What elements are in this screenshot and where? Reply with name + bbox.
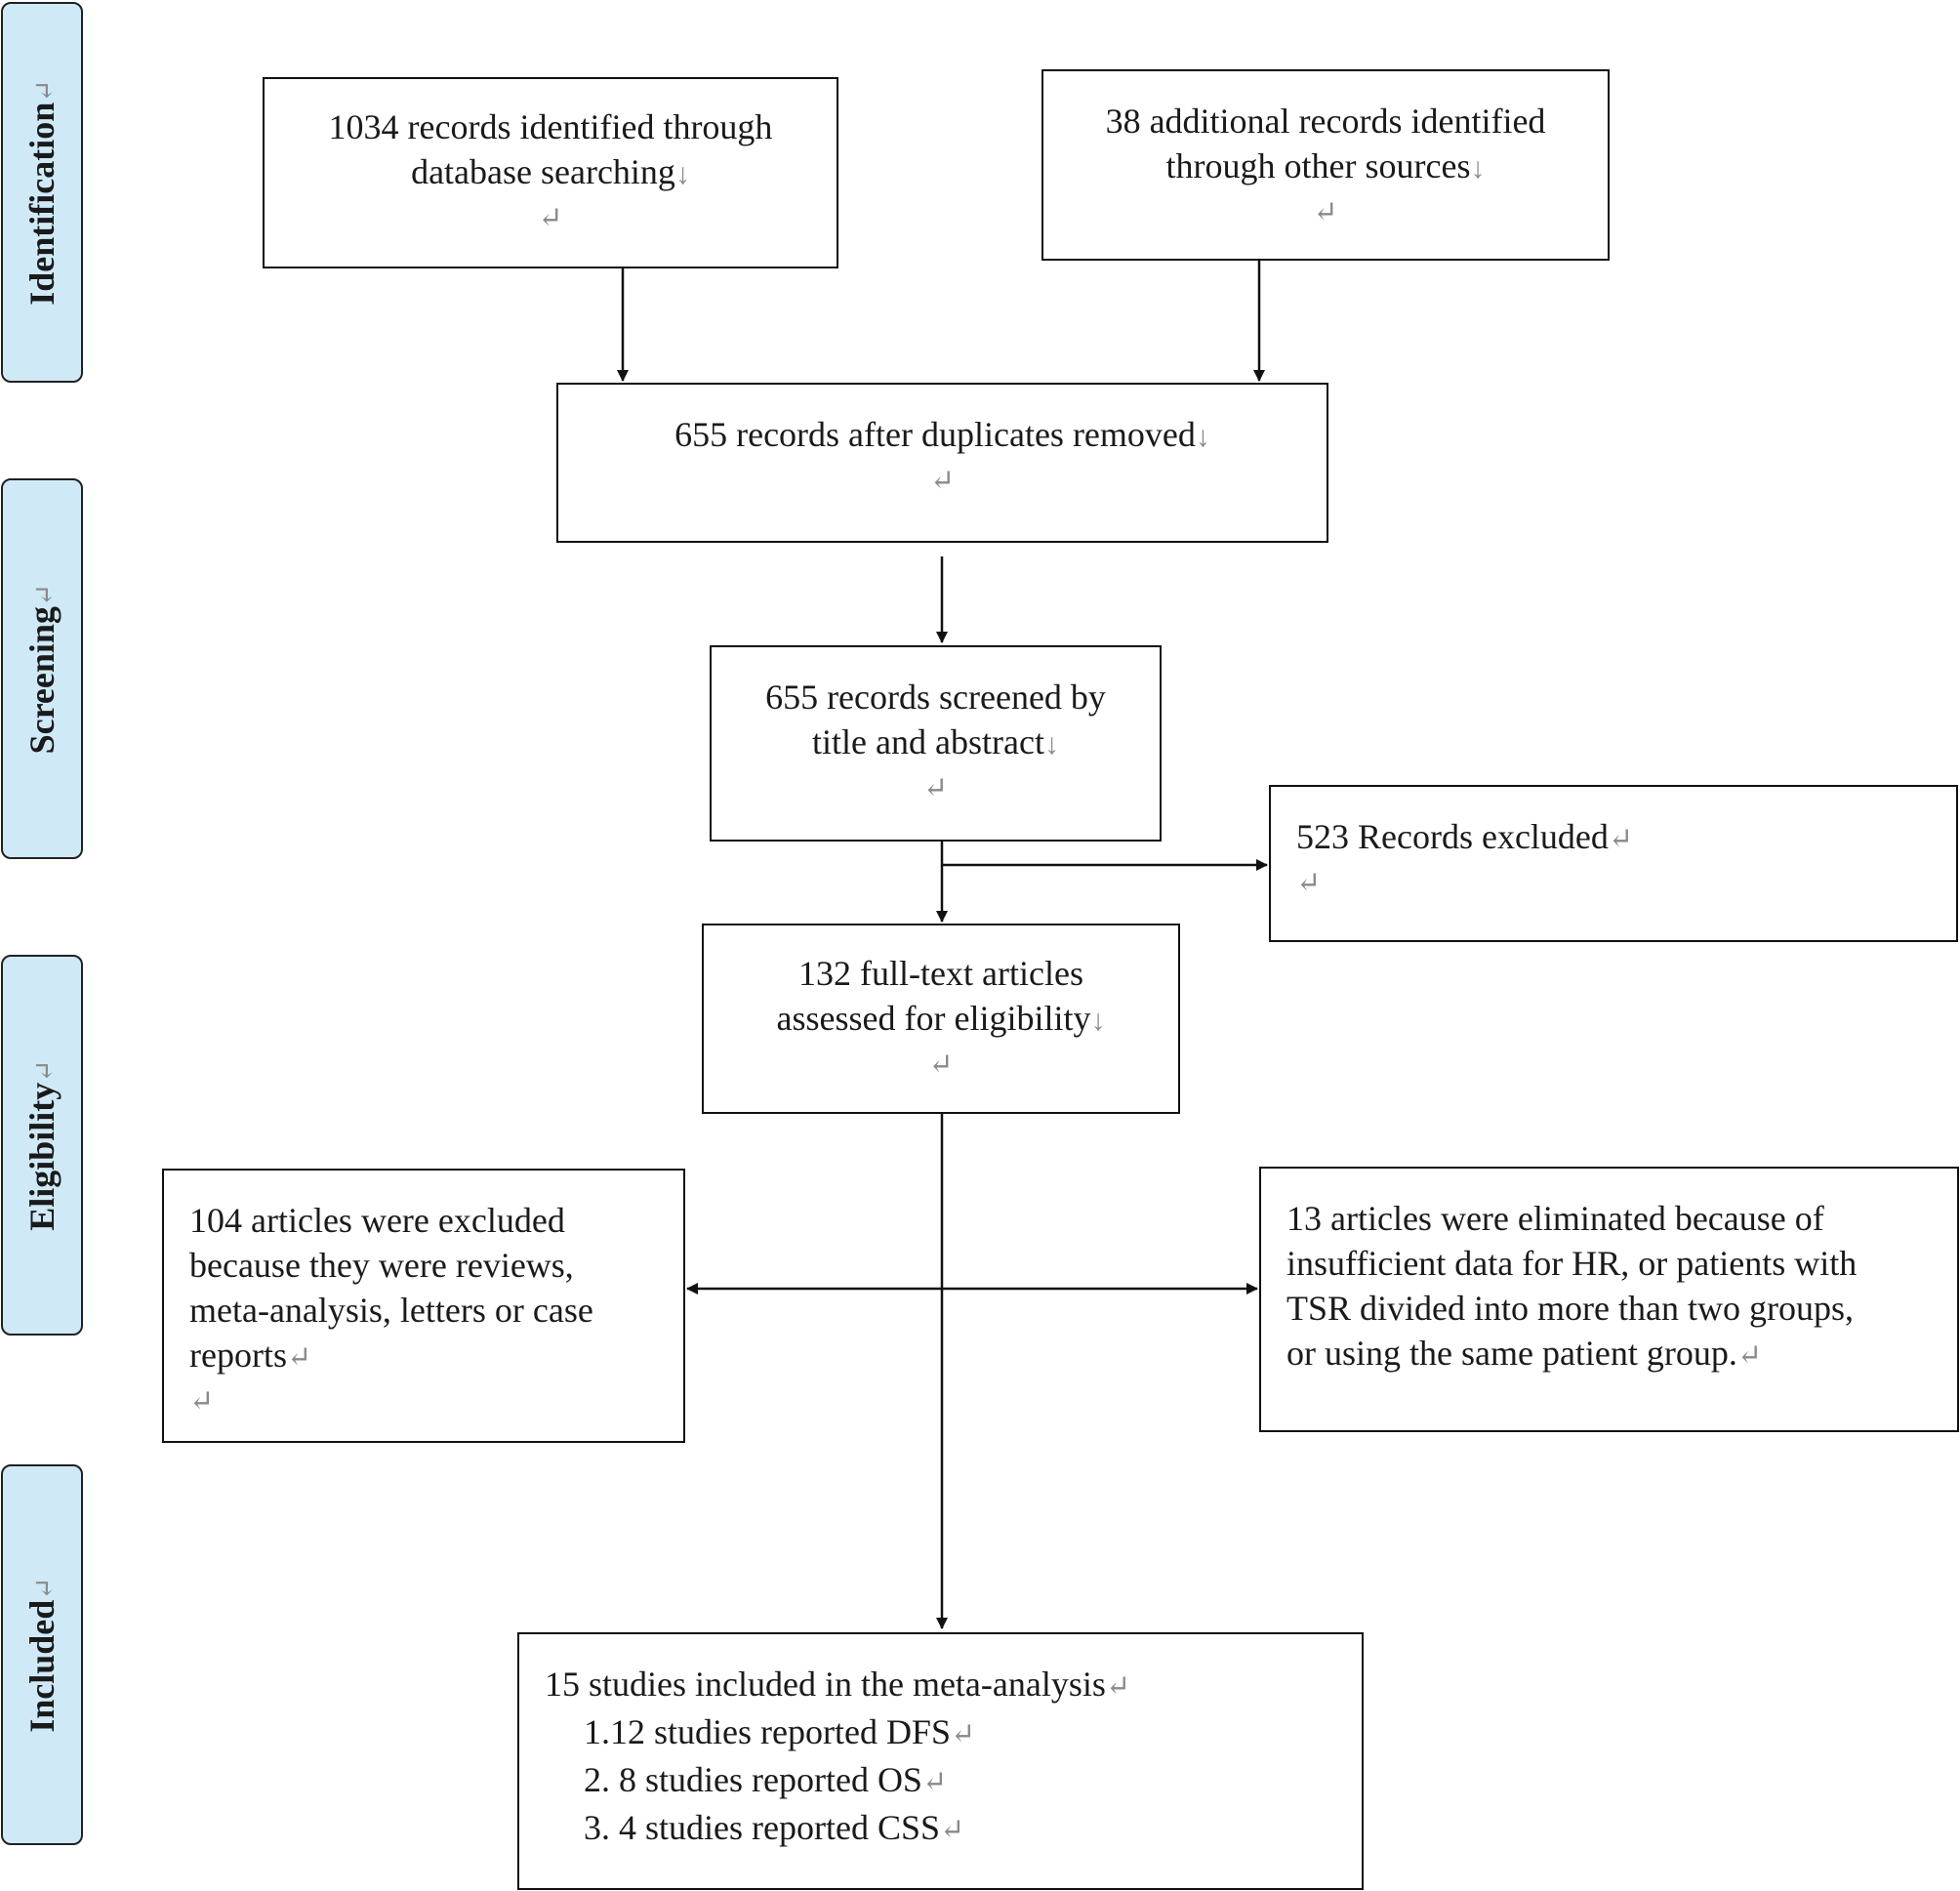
box-duplicates-removed: 655 records after duplicates removed↓ ↵ xyxy=(556,383,1328,543)
box-line: 1034 records identified through xyxy=(328,107,773,146)
return-mark: ↵ xyxy=(1296,867,1322,899)
box-line: 655 records after duplicates removed xyxy=(674,415,1196,454)
paragraph-mark: ↵ xyxy=(950,1718,976,1750)
return-mark: ↵ xyxy=(538,202,563,234)
paragraph-mark: ↓ xyxy=(1195,421,1210,453)
box-line: database searching xyxy=(411,152,675,191)
paragraph-mark: ↵ xyxy=(1608,823,1634,855)
box-line: or using the same patient group. xyxy=(1286,1334,1737,1373)
box-line: 523 Records excluded xyxy=(1296,817,1609,856)
box-line: 104 articles were excluded xyxy=(189,1201,565,1240)
box-line: 1.12 studies reported DFS xyxy=(584,1712,951,1751)
box-screened: 655 records screened by title and abstra… xyxy=(710,645,1162,842)
return-mark: ↵ xyxy=(928,1048,954,1081)
box-line: TSR divided into more than two groups, xyxy=(1286,1289,1854,1328)
box-line: 13 articles were eliminated because of xyxy=(1286,1199,1824,1238)
box-line: 2. 8 studies reported OS xyxy=(584,1760,922,1799)
box-line: through other sources xyxy=(1165,146,1471,185)
box-line: 655 records screened by xyxy=(765,678,1106,717)
box-line: 15 studies included in the meta-analysis xyxy=(545,1665,1106,1704)
box-excluded-104: 104 articles were excluded because they … xyxy=(162,1169,685,1443)
box-line: 132 full-text articles xyxy=(798,954,1083,993)
box-line: reports xyxy=(189,1336,287,1375)
box-line: insufficient data for HR, or patients wi… xyxy=(1286,1244,1858,1283)
paragraph-mark: ↓ xyxy=(674,158,690,190)
return-mark: ↵ xyxy=(1313,196,1338,228)
box-line: assessed for eligibility xyxy=(776,999,1091,1038)
paragraph-mark: ↵ xyxy=(1105,1670,1131,1703)
paragraph-mark: ↵ xyxy=(1736,1339,1763,1372)
phase-included: Included↵ xyxy=(1,1464,83,1845)
box-fulltext-assessed: 132 full-text articles assessed for elig… xyxy=(702,924,1180,1114)
paragraph-mark: ↵ xyxy=(940,1814,965,1846)
phase-screening: Screening↵ xyxy=(1,478,83,859)
box-line: meta-analysis, letters or case xyxy=(189,1291,593,1330)
box-line: 38 additional records identified xyxy=(1105,102,1546,141)
return-mark: ↵ xyxy=(189,1385,215,1418)
phase-identification: Identification↵ xyxy=(1,2,83,383)
box-line: 3. 4 studies reported CSS xyxy=(584,1808,940,1847)
paragraph-mark: ↓ xyxy=(1090,1005,1106,1037)
box-line: title and abstract xyxy=(812,722,1044,761)
paragraph-mark: ↵ xyxy=(921,1766,948,1798)
paragraph-mark: ↓ xyxy=(1470,152,1486,185)
box-included-studies: 15 studies included in the meta-analysis… xyxy=(517,1632,1364,1890)
return-mark: ↵ xyxy=(929,465,956,497)
box-records-excluded: 523 Records excluded↵ ↵ xyxy=(1269,785,1958,942)
phase-eligibility: Eligibility↵ xyxy=(1,955,83,1336)
return-mark: ↵ xyxy=(922,772,949,804)
box-eliminated-13: 13 articles were eliminated because of i… xyxy=(1259,1167,1959,1432)
paragraph-mark: ↵ xyxy=(286,1341,312,1374)
box-database-search: 1034 records identified through database… xyxy=(263,77,838,268)
paragraph-mark: ↓ xyxy=(1043,728,1059,761)
box-line: because they were reviews, xyxy=(189,1246,574,1285)
box-other-sources: 38 additional records identified through… xyxy=(1041,69,1610,261)
